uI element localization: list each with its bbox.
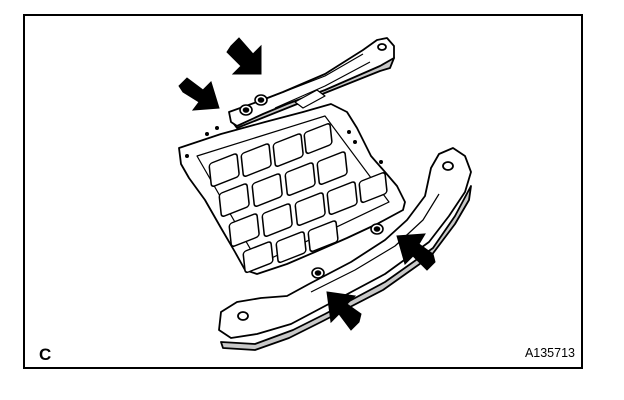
- pointer-arrow-icon: [396, 233, 436, 271]
- upper-bracket: [228, 37, 395, 129]
- pointer-arrow-icon: [178, 77, 220, 111]
- pointer-arrow-icon: [326, 291, 362, 331]
- lower-bracket: [218, 147, 472, 351]
- bolt-icon: [254, 94, 268, 106]
- figure-frame: C A135713: [23, 14, 583, 369]
- bracket-removal-illustration: [178, 37, 472, 351]
- bolt-icon: [370, 223, 384, 235]
- bolt-icon: [311, 267, 325, 279]
- grid-panel: [178, 103, 406, 275]
- figure-code: A135713: [524, 346, 575, 360]
- bolt-icon: [239, 104, 253, 116]
- panel-label: C: [39, 345, 52, 364]
- pointer-arrow-icon: [226, 37, 262, 75]
